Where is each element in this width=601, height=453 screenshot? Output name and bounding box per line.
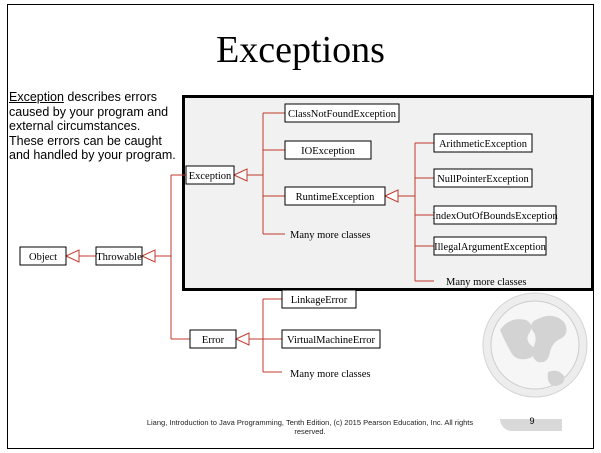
exception-hierarchy-panel <box>182 95 594 291</box>
class-label-error: Error <box>202 335 225 346</box>
class-box-indexoutofboundsexception: IndexOutOfBoundsException <box>432 205 558 225</box>
class-box-runtimeexception: RuntimeException <box>284 186 386 206</box>
page-number-tab <box>500 419 562 431</box>
class-label-nullpointer: NullPointerException <box>437 174 529 185</box>
class-box-exception: Exception <box>185 165 235 185</box>
description-body: describes errors caused by your program … <box>9 90 176 163</box>
slide-title: Exceptions <box>216 29 385 71</box>
class-label-runtimeexception: RuntimeException <box>296 192 375 203</box>
class-box-error: Error <box>189 329 237 349</box>
page-number: 9 <box>529 416 535 426</box>
class-label-exception: Exception <box>189 171 232 182</box>
error-more-classes: Many more classes <box>290 369 370 380</box>
class-box-classnotfoundexception: ClassNotFoundException <box>284 103 400 123</box>
class-label-cnfe: ClassNotFoundException <box>288 109 397 120</box>
class-box-illegalargumentexception: IllegalArgumentException <box>433 236 547 256</box>
class-label-throwable: Throwable <box>96 252 142 263</box>
class-box-linkageerror: LinkageError <box>281 289 357 309</box>
inherit-arrow-object <box>64 249 80 263</box>
runtime-more-classes: Many more classes <box>446 277 526 288</box>
description-text: Exception describes errors caused by you… <box>9 90 177 163</box>
class-box-ioexception: IOException <box>284 140 372 160</box>
class-label-virtualmachineerror: VirtualMachineError <box>287 335 376 346</box>
class-label-object: Object <box>29 252 57 263</box>
class-label-arithmetic: ArithmeticException <box>439 139 528 150</box>
class-box-arithmeticexception: ArithmeticException <box>433 133 533 153</box>
class-label-indexoutofbounds: IndexOutOfBoundsException <box>432 211 558 222</box>
description-keyword: Exception <box>9 90 64 104</box>
inherit-arrow-exception <box>232 168 248 182</box>
inherit-arrow-runtime <box>383 189 399 203</box>
footer-copyright: Liang, Introduction to Java Programming,… <box>146 418 474 436</box>
class-box-virtualmachineerror: VirtualMachineError <box>281 329 381 349</box>
globe-logo-icon <box>482 292 588 398</box>
class-label-ioexception: IOException <box>301 146 355 157</box>
class-label-linkageerror: LinkageError <box>291 295 348 306</box>
class-label-illegalargument: IllegalArgumentException <box>434 242 547 253</box>
inherit-arrow-throwable <box>140 249 156 263</box>
class-box-nullpointerexception: NullPointerException <box>433 168 533 188</box>
inherit-arrow-error <box>234 332 250 346</box>
exception-more-classes: Many more classes <box>290 230 370 241</box>
class-box-object: Object <box>19 246 67 266</box>
class-box-throwable: Throwable <box>95 246 143 266</box>
